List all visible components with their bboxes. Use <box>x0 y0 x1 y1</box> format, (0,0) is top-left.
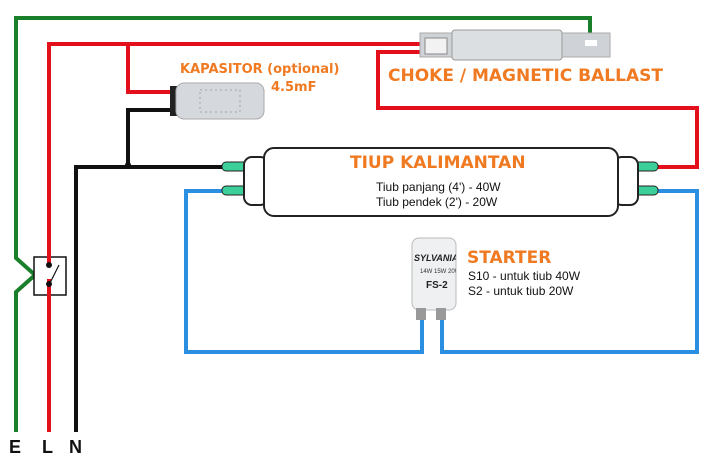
ballast-label: CHOKE / MAGNETIC BALLAST <box>388 66 663 86</box>
live-to-capacitor-wire <box>126 44 172 94</box>
starter-brand: SYLVANIA <box>414 253 458 263</box>
starter-spec-s10: S10 - untuk tiub 40W <box>468 269 581 283</box>
neutral-junction-dot <box>125 162 131 168</box>
tube-spec-short: Tiub pendek (2') - 20W <box>376 195 498 209</box>
capacitor-value: 4.5mF <box>271 80 317 95</box>
starter-model: FS-2 <box>426 280 448 291</box>
starter-title: STARTER <box>467 248 552 268</box>
ballast-to-tube-wire <box>376 50 699 169</box>
starter-spec-s2: S2 - untuk tiub 20W <box>468 284 574 298</box>
starter: SYLVANIA 14W 15W 20W FS-2 <box>411 237 461 320</box>
terminal-live: L <box>42 437 53 457</box>
tube-title: TIUP KALIMANTAN <box>350 153 526 173</box>
tube-spec-long: Tiub panjang (4') - 40W <box>376 180 501 194</box>
capacitor-label: KAPASITOR (optional) <box>180 62 340 77</box>
starter-wire-left <box>184 189 424 354</box>
earth-wire <box>14 16 592 432</box>
neutral-wire <box>74 165 238 432</box>
starter-wire-right <box>440 189 699 354</box>
starter-rating: 14W 15W 20W <box>420 269 461 275</box>
neutral-to-capacitor-wire <box>126 108 172 165</box>
terminal-neutral: N <box>69 437 82 457</box>
fluorescent-tube <box>221 147 659 217</box>
terminal-earth: E <box>9 437 22 457</box>
capacitor <box>170 82 265 120</box>
ballast <box>419 29 611 61</box>
live-wire <box>47 42 432 432</box>
wall-switch <box>33 252 67 300</box>
